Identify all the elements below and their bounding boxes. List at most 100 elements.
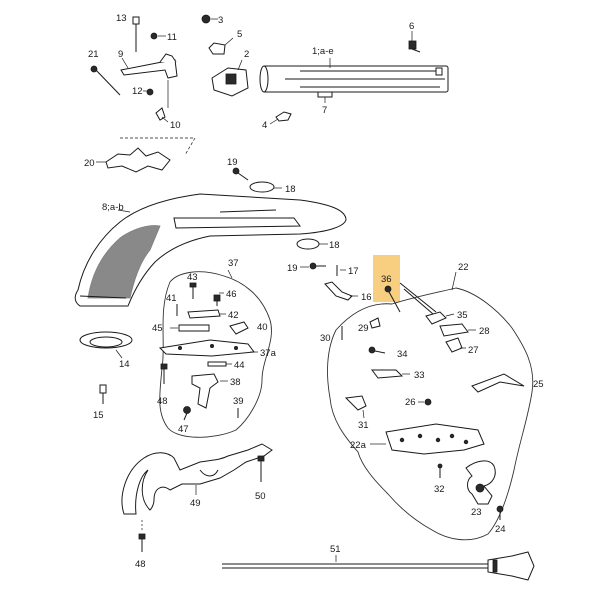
highlight-box-36 [373, 255, 400, 302]
label-2: 2 [244, 49, 249, 60]
ramrod-part-51[interactable] [222, 551, 535, 581]
hammer-part-9[interactable] [120, 53, 178, 79]
label-18-lower: 18 [329, 240, 340, 251]
label-6: 6 [409, 21, 414, 32]
label-38: 38 [230, 377, 241, 388]
label-47: 47 [178, 424, 189, 435]
bridle-part-35[interactable] [425, 311, 447, 325]
label-51: 51 [330, 544, 341, 555]
front-sight-part-6[interactable] [408, 40, 421, 53]
barrel-lug-part[interactable] [317, 91, 333, 98]
screw-part-15[interactable] [99, 384, 107, 404]
lock-plate-part-37a[interactable] [158, 339, 255, 357]
screw-part-46[interactable] [213, 294, 221, 306]
screw-part-13[interactable] [132, 16, 140, 52]
label-22: 22 [458, 262, 469, 273]
label-23: 23 [471, 507, 482, 518]
label-34: 34 [397, 349, 408, 360]
label-50: 50 [255, 491, 266, 502]
lever-part-40[interactable] [229, 321, 249, 335]
label-18-top: 18 [285, 184, 296, 195]
stock-part-8[interactable] [74, 193, 347, 307]
escutcheon-part-18-lower[interactable] [296, 238, 320, 250]
screw-part-19-top[interactable] [232, 167, 249, 181]
label-46: 46 [226, 289, 237, 300]
label-13: 13 [116, 13, 127, 24]
nipple-part-5[interactable] [208, 42, 226, 55]
screw-part-43[interactable] [189, 282, 197, 299]
cap-part-14[interactable] [79, 331, 133, 349]
lockplate-part-22a[interactable] [385, 423, 485, 455]
screw-part-3[interactable] [201, 14, 211, 24]
label-37a: 37a [260, 348, 277, 359]
sear-part-38[interactable] [191, 373, 219, 409]
spring-part-42[interactable] [187, 309, 221, 319]
screw-part-50[interactable] [257, 455, 265, 482]
rod-part-21[interactable] [90, 65, 121, 96]
screw-part-12[interactable] [146, 88, 154, 96]
label-12: 12 [132, 86, 143, 97]
label-30: 30 [320, 333, 331, 344]
label-19-top: 19 [227, 157, 238, 168]
label-11: 11 [167, 32, 177, 43]
label-48-lower: 48 [135, 559, 146, 570]
label-45: 45 [152, 323, 163, 334]
label-48-upper: 48 [157, 396, 168, 407]
spring-part-25[interactable] [471, 373, 525, 393]
mainspring-part-16[interactable] [324, 281, 353, 301]
label-39: 39 [233, 396, 244, 407]
label-28: 28 [479, 326, 490, 337]
screw-part-47[interactable] [183, 406, 191, 421]
label-1: 1;a-e [312, 46, 334, 57]
breech-plug-part[interactable] [211, 67, 249, 97]
screw-part-26[interactable] [424, 398, 432, 406]
label-8: 8;a-b [102, 202, 124, 213]
screw-part-10[interactable] [155, 107, 166, 121]
label-35: 35 [457, 310, 468, 321]
pin-part-29[interactable] [369, 317, 381, 329]
label-4: 4 [262, 120, 267, 131]
label-17: 17 [348, 266, 359, 277]
screw-part-48-upper[interactable] [160, 363, 168, 384]
label-41: 41 [166, 293, 177, 304]
label-15: 15 [93, 410, 104, 421]
wedge-part-4[interactable] [275, 111, 292, 122]
label-31: 31 [358, 420, 369, 431]
label-37: 37 [228, 258, 239, 269]
label-9: 9 [118, 49, 123, 60]
label-7: 7 [322, 105, 327, 116]
screw-part-11[interactable] [150, 32, 158, 40]
label-36: 36 [381, 274, 392, 285]
label-29: 29 [358, 323, 369, 334]
label-10: 10 [170, 120, 181, 131]
group-outline-22 [327, 287, 534, 541]
barrel-part[interactable] [259, 65, 449, 93]
screw-part-36[interactable] [384, 285, 401, 313]
hammer-part-23[interactable] [465, 460, 496, 505]
screw-part-24[interactable] [496, 505, 504, 520]
screw-part-27[interactable] [445, 337, 463, 353]
spring-part-33[interactable] [371, 369, 404, 379]
label-33: 33 [414, 370, 425, 381]
label-44: 44 [234, 360, 245, 371]
pin-part-32[interactable] [437, 463, 443, 478]
label-27: 27 [468, 345, 479, 356]
screw-part-48-lower[interactable] [138, 533, 146, 552]
label-49: 49 [190, 498, 201, 509]
label-3: 3 [218, 15, 223, 26]
label-32: 32 [434, 484, 445, 495]
screw-part-19-lower[interactable] [309, 262, 326, 270]
label-22a: 22a [350, 440, 367, 451]
side-plate-part-20[interactable] [105, 147, 171, 173]
spring-part-31[interactable] [344, 395, 367, 411]
bar-part-45[interactable] [178, 324, 210, 332]
tumbler-part-28[interactable] [439, 323, 469, 337]
escutcheon-part-18-top[interactable] [249, 181, 275, 193]
screw-part-34[interactable] [368, 346, 386, 354]
trigger-guard-part-49[interactable] [121, 443, 273, 515]
label-24: 24 [495, 524, 506, 535]
label-20: 20 [84, 158, 95, 169]
pin-part-44[interactable] [207, 361, 227, 367]
